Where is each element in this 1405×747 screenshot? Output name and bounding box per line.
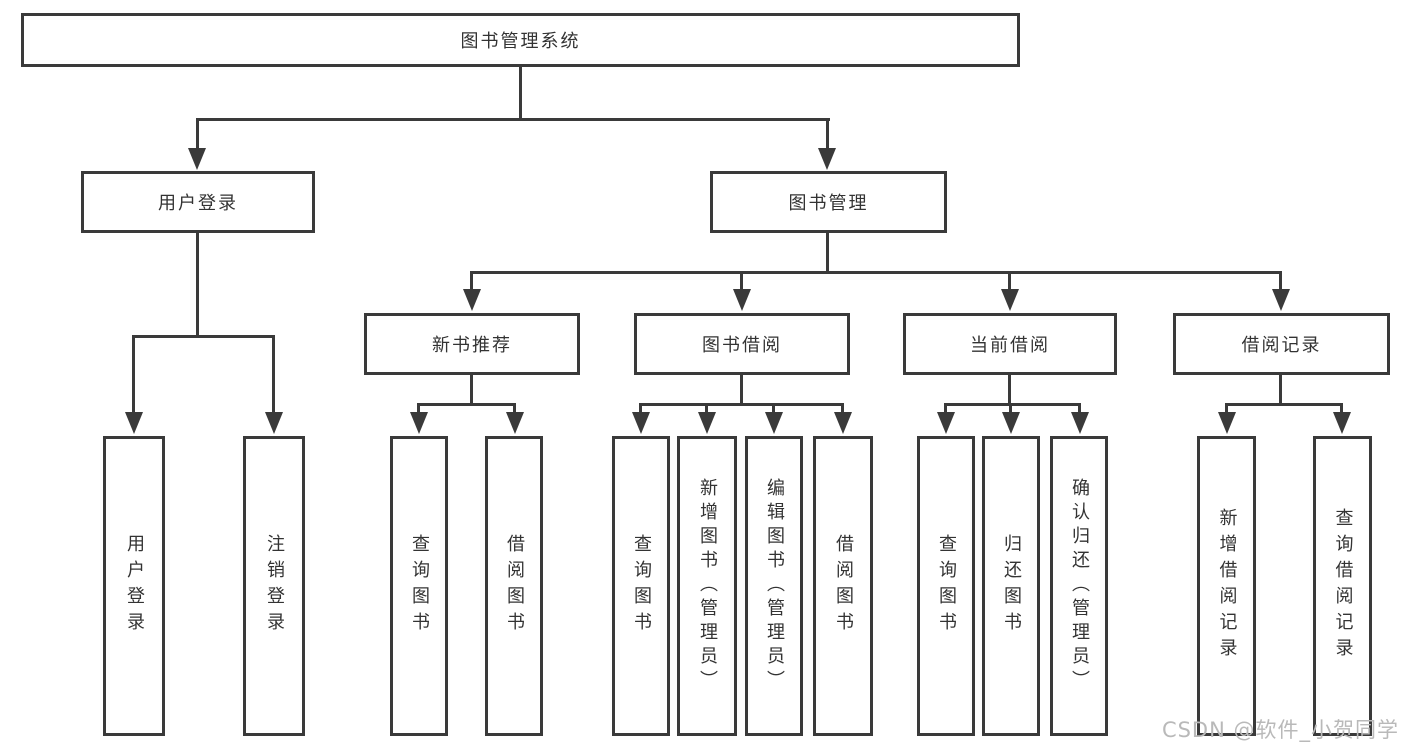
arrowhead-bb-edit (765, 412, 783, 434)
connector-rail-br (1225, 403, 1343, 406)
node-new-book-rec-label: 新书推荐 (432, 335, 512, 356)
leaf-bb-add-books: 新增图书（管理员） (677, 436, 737, 736)
leaf-br-query-record-label: 查询借阅记录 (1332, 508, 1354, 664)
node-new-book-rec: 新书推荐 (364, 313, 580, 375)
node-current-borrow: 当前借阅 (903, 313, 1117, 375)
connector-shaft-nbr-borrow (513, 403, 516, 415)
leaf-br-query-record: 查询借阅记录 (1313, 436, 1372, 736)
arrowhead-nbr-query (410, 412, 428, 434)
leaf-user-login-label: 用户登录 (124, 534, 145, 638)
leaf-nbr-query-books: 查询图书 (390, 436, 448, 736)
arrowhead-leaf-logout (265, 412, 283, 434)
leaf-cb-query-books-label: 查询图书 (936, 534, 957, 638)
arrowhead-nbr-borrow (506, 412, 524, 434)
node-book-borrow-label: 图书借阅 (702, 335, 782, 356)
leaf-logout-label: 注销登录 (264, 534, 285, 638)
arrowhead-cb-confirm (1071, 412, 1089, 434)
arrowhead-book-mgmt (818, 148, 836, 170)
arrowhead-current-borrow (1001, 289, 1019, 311)
node-borrow-records-label: 借阅记录 (1241, 335, 1322, 356)
connector-shaft-bb-add (705, 403, 708, 415)
arrowhead-br-add (1218, 412, 1236, 434)
connector-shaft-cb-confirm (1078, 403, 1081, 415)
connector-rail-user-login (132, 335, 275, 338)
arrowhead-borrow-records (1272, 289, 1290, 311)
leaf-br-add-record-label: 新增借阅记录 (1216, 508, 1238, 664)
connector-br-drop (1279, 375, 1282, 403)
arrowhead-book-borrow (733, 289, 751, 311)
arrowhead-user-login (188, 148, 206, 170)
connector-shaft-borrow-records (1279, 271, 1282, 292)
leaf-nbr-query-books-label: 查询图书 (409, 534, 430, 638)
leaf-bb-edit-books: 编辑图书（管理员） (745, 436, 803, 736)
connector-shaft-leaf-logout (272, 335, 275, 415)
arrowhead-leaf-user-login (125, 412, 143, 434)
connector-shaft-user-login (196, 118, 199, 151)
leaf-cb-return-books-label: 归还图书 (1001, 534, 1022, 638)
node-borrow-records: 借阅记录 (1173, 313, 1390, 375)
connector-rail-level3 (470, 271, 1282, 274)
connector-shaft-leaf-user-login (132, 335, 135, 415)
leaf-cb-confirm-return-label: 确认归还（管理员） (1069, 478, 1090, 694)
arrowhead-bb-borrow (834, 412, 852, 434)
leaf-cb-query-books: 查询图书 (917, 436, 975, 736)
connector-shaft-nbr-query (417, 403, 420, 415)
connector-shaft-bb-borrow (841, 403, 844, 415)
leaf-bb-add-books-label: 新增图书（管理员） (697, 478, 718, 694)
connector-shaft-book-mgmt (826, 118, 829, 151)
connector-shaft-current-borrow (1008, 271, 1011, 292)
connector-cb-drop (1008, 375, 1011, 403)
connector-rail-bb (639, 403, 844, 406)
leaf-bb-edit-books-label: 编辑图书（管理员） (764, 478, 785, 694)
connector-shaft-br-add (1225, 403, 1228, 415)
connector-rail-nbr (417, 403, 516, 406)
leaf-bb-query-books-label: 查询图书 (631, 534, 652, 638)
connector-book-mgmt-drop (826, 233, 829, 273)
arrowhead-bb-add (698, 412, 716, 434)
arrowhead-cb-return (1002, 412, 1020, 434)
node-book-mgmt-label: 图书管理 (788, 193, 869, 214)
arrowhead-cb-query (937, 412, 955, 434)
arrowhead-bb-query (632, 412, 650, 434)
node-root: 图书管理系统 (21, 13, 1020, 67)
node-root-label: 图书管理系统 (460, 31, 581, 52)
arrowhead-br-query (1333, 412, 1351, 434)
connector-root-drop (519, 67, 522, 120)
connector-rail-level2 (196, 118, 830, 121)
node-user-login-label: 用户登录 (158, 193, 238, 214)
connector-shaft-bb-edit (772, 403, 775, 415)
connector-shaft-cb-return (1009, 403, 1012, 415)
leaf-cb-confirm-return: 确认归还（管理员） (1050, 436, 1108, 736)
connector-nbr-drop (470, 375, 473, 403)
leaf-bb-query-books: 查询图书 (612, 436, 670, 736)
arrowhead-new-book-rec (463, 289, 481, 311)
connector-user-login-drop (196, 233, 199, 335)
leaf-nbr-borrow-books: 借阅图书 (485, 436, 543, 736)
connector-shaft-book-borrow (740, 271, 743, 292)
csdn-watermark: CSDN @软件_小贺同学 (1161, 718, 1399, 742)
connector-shaft-br-query (1340, 403, 1343, 415)
leaf-bb-borrow-books-label: 借阅图书 (833, 534, 854, 638)
leaf-br-add-record: 新增借阅记录 (1197, 436, 1256, 736)
leaf-user-login: 用户登录 (103, 436, 165, 736)
node-book-borrow: 图书借阅 (634, 313, 850, 375)
connector-bb-drop (740, 375, 743, 403)
leaf-bb-borrow-books: 借阅图书 (813, 436, 873, 736)
leaf-nbr-borrow-books-label: 借阅图书 (504, 534, 525, 638)
leaf-cb-return-books: 归还图书 (982, 436, 1040, 736)
connector-shaft-bb-query (639, 403, 642, 415)
leaf-logout: 注销登录 (243, 436, 305, 736)
node-user-login: 用户登录 (81, 171, 315, 233)
connector-rail-cb (944, 403, 1081, 406)
connector-shaft-new-book-rec (470, 271, 473, 292)
node-current-borrow-label: 当前借阅 (970, 335, 1050, 356)
node-book-mgmt: 图书管理 (710, 171, 947, 233)
connector-shaft-cb-query (944, 403, 947, 415)
